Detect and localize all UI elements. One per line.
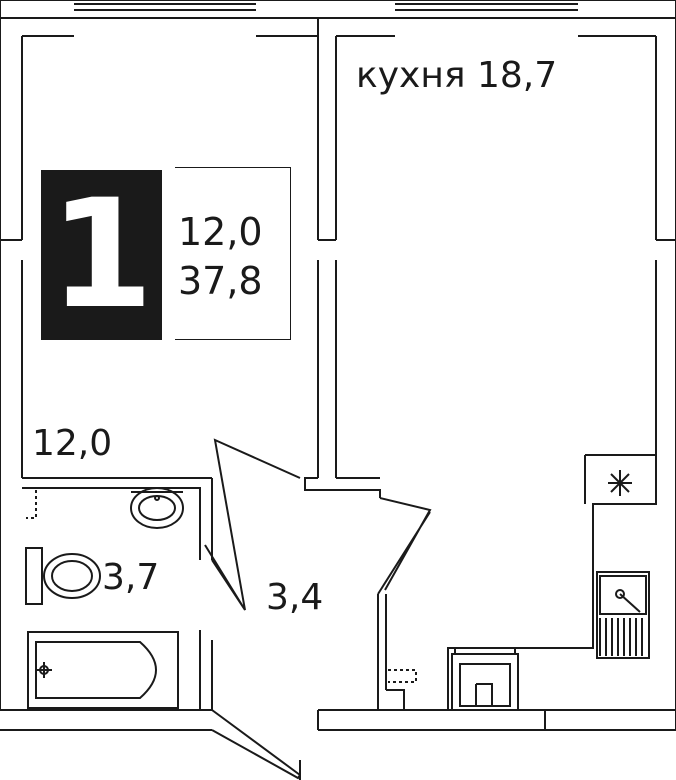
outer-wall-right (655, 0, 676, 730)
window-top-right (395, 3, 578, 19)
bathtub-icon (27, 631, 179, 709)
kitchen-door (377, 497, 432, 595)
total-area-value: 37,8 (178, 259, 263, 303)
outer-wall-top (0, 0, 676, 37)
outer-wall-left (0, 0, 23, 710)
bathroom-door (204, 438, 301, 611)
hallway-wall-right (377, 594, 405, 710)
living-area-value: 12,0 (178, 210, 263, 254)
window-top-left (74, 3, 256, 19)
hallway-label: 3,4 (266, 577, 324, 618)
utility-mark-bath (26, 487, 37, 519)
washbasin-icon (130, 487, 184, 529)
outer-wall-bottom (0, 709, 676, 731)
utility-mark-hall (388, 669, 417, 683)
fridge-icon (608, 470, 632, 496)
stove-icon (451, 653, 519, 711)
area-summary-box (175, 167, 291, 340)
living-room-label: 12,0 (32, 423, 113, 464)
rooms-count-badge (41, 170, 162, 340)
bathroom-walls (22, 477, 213, 710)
rooms-count: 1 (49, 168, 154, 342)
toilet-tank-icon (25, 547, 43, 605)
kitchen-counter (447, 454, 657, 710)
kitchen-label: кухня 18,7 (356, 55, 558, 96)
sink-icon (596, 571, 650, 659)
entry-door (211, 709, 301, 780)
toilet-bowl-icon (43, 553, 101, 599)
partition-living-kitchen (304, 18, 381, 498)
bathroom-label: 3,7 (102, 557, 160, 598)
